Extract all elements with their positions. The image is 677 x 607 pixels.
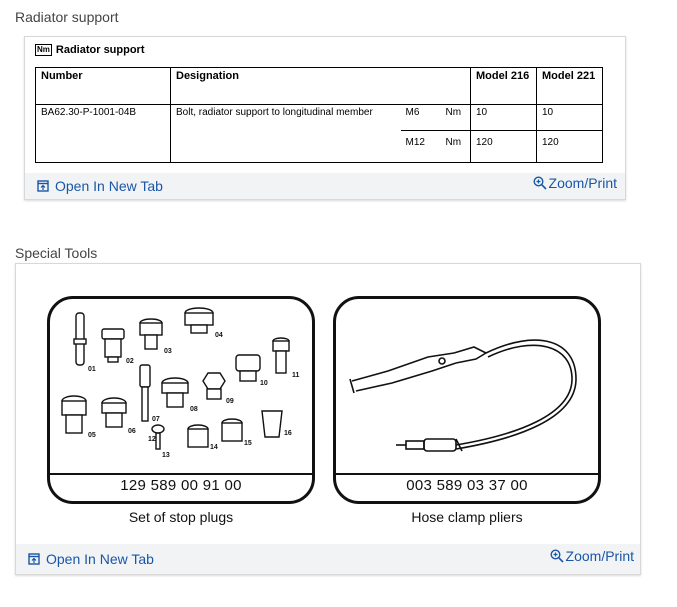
svg-text:07: 07 [152,416,160,423]
section-title-radiator: Radiator support [15,9,119,25]
svg-text:13: 13 [162,452,170,459]
torque-table: Number Designation Model 216 Model 221 B… [35,67,603,163]
panel-footer: Open In New Tab Zoom/Print [25,173,625,199]
cell-m221: 120 [536,130,603,163]
torque-table-heading: Nm Radiator support [35,44,145,56]
zoom-print-label: Zoom/Print [565,548,634,564]
hose-clamp-pliers-caption: Hose clamp pliers [411,509,523,525]
svg-text:06: 06 [128,428,136,435]
cell-size: M12 [400,130,441,163]
col-header-model-221: Model 221 [536,67,603,105]
svg-text:02: 02 [126,358,134,365]
zoom-icon [550,549,564,563]
svg-text:04: 04 [215,332,223,339]
stop-plugs-part-number: 129 589 00 91 00 [120,477,242,494]
cell-designation: Bolt, radiator support to longitudinal m… [170,104,401,163]
hose-clamp-pliers-part-number: 003 589 03 37 00 [406,477,528,494]
open-new-tab-icon [28,553,40,565]
open-in-new-tab-link[interactable]: Open In New Tab [37,178,163,194]
open-new-tab-icon [37,180,49,192]
stop-plugs-caption: Set of stop plugs [128,509,234,525]
svg-text:16: 16 [284,430,292,437]
svg-text:05: 05 [88,432,96,439]
stop-plugs-illustration: 01 02 03 04 05 06 07 08 09 10 11 12 13 1… [61,307,300,459]
tool-card-hose-clamp-pliers: 003 589 03 37 00 [333,296,601,504]
svg-text:01: 01 [88,366,96,373]
section-title-special-tools: Special Tools [15,245,98,261]
cell-unit: Nm [440,104,471,131]
svg-text:09: 09 [226,398,234,405]
cell-m221: 10 [536,104,603,131]
open-in-new-tab-label: Open In New Tab [55,178,163,194]
cell-m216: 120 [470,130,537,163]
radiator-support-panel: Nm Radiator support Number Designation M… [24,36,626,200]
cell-unit: Nm [440,130,471,163]
special-tools-panel: 01 02 03 04 05 06 07 08 09 10 11 12 13 1… [15,263,641,575]
col-header-number: Number [35,67,171,105]
open-in-new-tab-link[interactable]: Open In New Tab [28,551,154,567]
svg-text:14: 14 [210,444,218,451]
panel-footer: Open In New Tab Zoom/Print [16,544,640,574]
svg-text:03: 03 [164,348,172,355]
zoom-icon [533,176,547,190]
zoom-print-link[interactable]: Zoom/Print [533,175,617,191]
zoom-print-label: Zoom/Print [548,175,617,191]
nm-icon: Nm [35,44,52,56]
svg-text:15: 15 [244,440,252,447]
zoom-print-link[interactable]: Zoom/Print [550,548,634,564]
stop-plugs-divider [50,473,312,475]
svg-text:12: 12 [148,436,156,443]
cell-m216: 10 [470,104,537,131]
svg-text:10: 10 [260,380,268,387]
col-header-designation: Designation [170,67,471,105]
svg-text:08: 08 [190,406,198,413]
torque-table-title: Radiator support [55,44,145,56]
tool-card-stop-plugs: 01 02 03 04 05 06 07 08 09 10 11 12 13 1… [47,296,315,504]
svg-text:11: 11 [292,372,300,379]
open-in-new-tab-label: Open In New Tab [46,551,154,567]
cell-number: BA62.30-P-1001-04B [35,104,171,163]
hose-clamp-pliers-divider [336,473,598,475]
cell-size: M6 [400,104,441,131]
col-header-model-216: Model 216 [470,67,537,105]
hose-clamp-pliers-illustration [349,339,577,452]
